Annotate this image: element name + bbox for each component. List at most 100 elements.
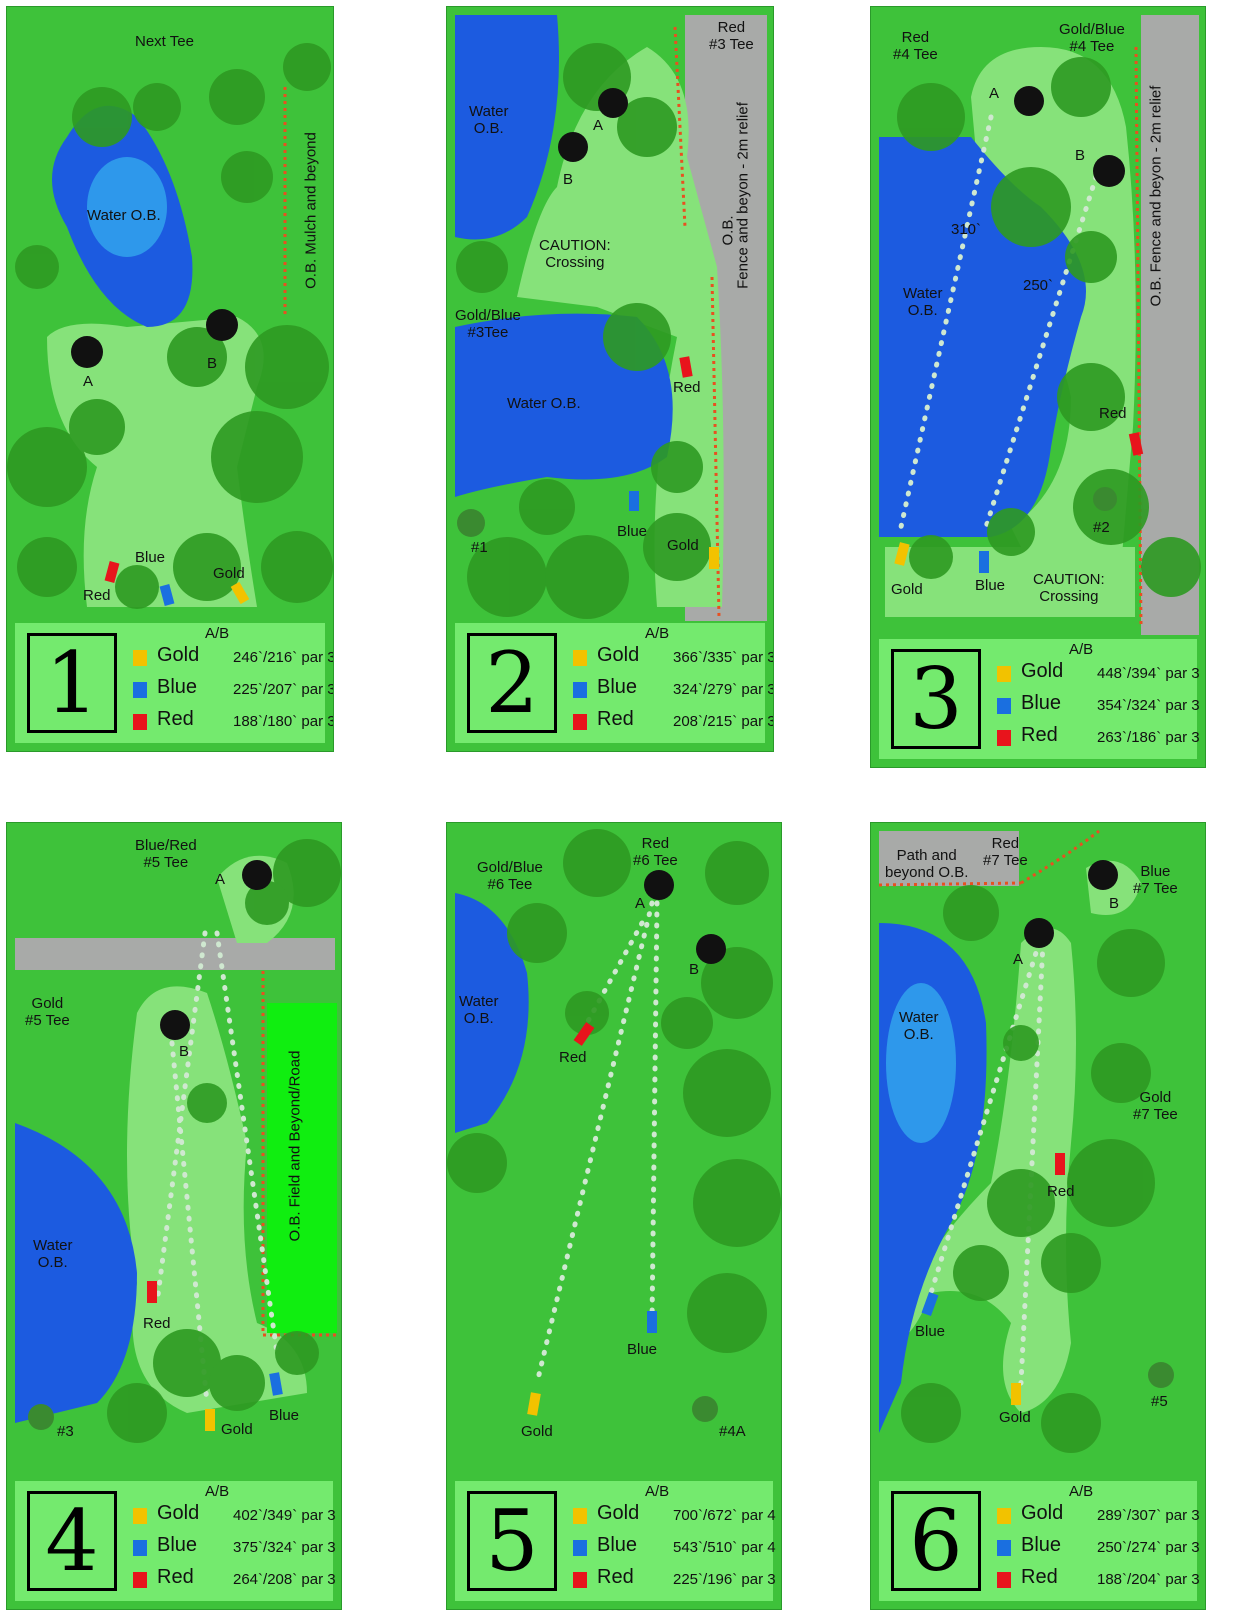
tree-icon xyxy=(1097,929,1165,997)
tree-icon xyxy=(701,947,773,1019)
tee-pad-gold xyxy=(205,1409,215,1431)
ab-header: A/B xyxy=(1069,641,1094,658)
disc-golf-basket-icon xyxy=(1093,155,1125,187)
hole-6-map: Path and beyond O.B. Red #7 Tee Blue #7 … xyxy=(870,822,1206,1610)
flight-path xyxy=(584,920,645,1026)
map-label: Blue xyxy=(135,549,166,566)
disc-golf-basket-icon xyxy=(1093,487,1117,511)
ab-header: A/B xyxy=(645,625,670,642)
map-label: Blue #7 Tee xyxy=(1133,863,1178,897)
ab-header: A/B xyxy=(205,625,230,642)
map-label: Fence and beyon - 2m relief xyxy=(734,102,752,289)
map-label: Gold #7 Tee xyxy=(1133,1089,1178,1123)
tree-icon xyxy=(1041,1233,1101,1293)
hole-number: 3 xyxy=(891,649,981,749)
hole-number: 1 xyxy=(27,633,117,733)
tree-icon xyxy=(643,513,711,581)
map-label: Red xyxy=(673,379,701,396)
hole-2-map: Red #3 Tee Water O.B. A B CAUTION: Cross… xyxy=(446,6,774,752)
water-hazard xyxy=(455,15,559,240)
disc-golf-basket-icon xyxy=(1148,1362,1174,1388)
tree-icon xyxy=(167,327,227,387)
tree-icon xyxy=(1091,1043,1151,1103)
hole-number: 2 xyxy=(467,633,557,733)
tee-pad-blue xyxy=(269,1372,283,1396)
ob-line xyxy=(673,26,687,228)
map-label: Blue xyxy=(975,577,1006,594)
disc-golf-basket-icon xyxy=(1024,918,1054,948)
map-label: O.B. Mulch and beyond xyxy=(302,132,320,289)
ob-line xyxy=(1134,46,1143,628)
map-label: Gold #5 Tee xyxy=(25,995,70,1029)
tree-icon xyxy=(563,829,631,897)
tree-icon xyxy=(545,535,629,619)
map-label: A xyxy=(83,373,94,390)
map-label: A xyxy=(989,85,1000,102)
tree-icon xyxy=(991,167,1071,247)
disc-golf-basket-icon xyxy=(1088,860,1118,890)
map-label: Gold xyxy=(667,537,699,554)
map-label: A xyxy=(215,871,226,888)
disc-golf-basket-icon xyxy=(457,509,485,537)
tee-pad-blue xyxy=(159,584,175,606)
tee-pad-gold xyxy=(527,1392,541,1416)
disc-golf-basket-icon xyxy=(28,1404,54,1430)
map-label: Gold xyxy=(213,565,245,582)
tree-icon xyxy=(456,241,508,293)
hole-1-map: Next Tee Water O.B. O.B. Mulch and beyon… xyxy=(6,6,334,752)
tree-icon xyxy=(467,537,547,617)
tree-icon xyxy=(283,43,331,91)
map-label: B xyxy=(207,355,218,372)
tee-pad-blue xyxy=(921,1291,939,1317)
tree-icon xyxy=(447,1133,507,1193)
tree-icon xyxy=(507,903,567,963)
hole-number: 4 xyxy=(27,1491,117,1591)
hole-number: 5 xyxy=(467,1491,557,1591)
map-label: Gold xyxy=(221,1421,253,1438)
map-label: #1 xyxy=(471,539,488,556)
tree-icon xyxy=(115,565,159,609)
disc-golf-basket-icon xyxy=(160,1010,190,1040)
tree-icon xyxy=(107,1383,167,1443)
map-label: B xyxy=(689,961,700,978)
map-label: Water O.B. xyxy=(507,395,581,412)
tree-icon xyxy=(1067,1139,1155,1227)
map-label: Water O.B. xyxy=(87,207,161,224)
tee-pad-gold xyxy=(894,542,910,566)
hole-number: 6 xyxy=(891,1491,981,1591)
tee-pad-red xyxy=(147,1281,157,1303)
tee-pad-blue xyxy=(979,551,989,573)
tree-icon xyxy=(245,881,289,925)
tree-icon xyxy=(943,885,999,941)
tree-icon xyxy=(153,1329,221,1397)
tree-icon xyxy=(72,87,132,147)
tree-icon xyxy=(693,1159,781,1247)
hole-5-drawing xyxy=(447,829,781,1422)
flight-path xyxy=(1018,940,1046,1386)
tee-pad-red xyxy=(104,561,120,583)
tee-pad-red xyxy=(679,356,693,378)
tree-icon xyxy=(1041,1393,1101,1453)
tree-icon xyxy=(261,531,333,603)
tree-icon xyxy=(15,245,59,289)
tree-icon xyxy=(245,325,329,409)
map-label: Next Tee xyxy=(135,33,194,50)
tree-icon xyxy=(1141,537,1201,597)
map-label: Red #4 Tee xyxy=(893,29,938,63)
disc-golf-basket-icon xyxy=(1014,86,1044,116)
map-label: Red #3 Tee xyxy=(709,19,754,53)
map-label: #2 xyxy=(1093,519,1110,536)
ob-line xyxy=(1020,829,1100,885)
map-label: Path and beyond O.B. xyxy=(885,847,969,881)
tee-pad-blue xyxy=(629,491,639,511)
map-label: Blue xyxy=(915,1323,946,1340)
